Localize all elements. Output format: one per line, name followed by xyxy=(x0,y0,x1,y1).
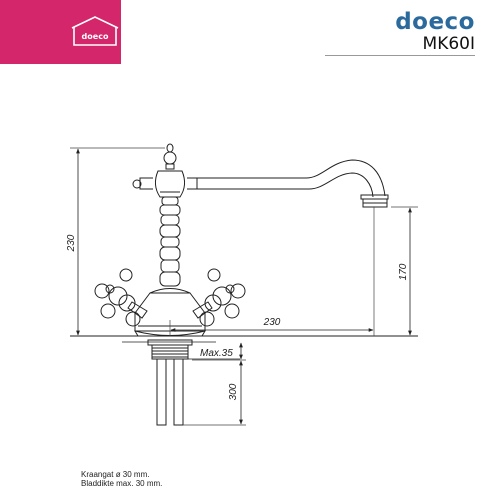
spout-reach-label: 230 xyxy=(263,317,281,328)
extension-lines xyxy=(70,147,418,426)
brand-logo: doeco xyxy=(0,0,121,64)
note-counter-thickness: Bladdikte max. 30 mm. xyxy=(81,479,163,488)
faucet-spout xyxy=(197,159,389,208)
supply-tubes xyxy=(156,358,184,426)
note-hole-size: Kraangat ø 30 mm. xyxy=(81,470,150,479)
header-divider xyxy=(325,55,475,56)
logo-text: doeco xyxy=(82,32,109,41)
left-cross-handle xyxy=(94,268,148,327)
faucet-column xyxy=(159,196,181,287)
house-roof-icon xyxy=(71,16,119,29)
faucet-top-finial xyxy=(163,143,177,170)
installation-notes: Kraangat ø 30 mm. Bladdikte max. 30 mm. xyxy=(81,470,162,488)
overall-height-label: 230 xyxy=(66,234,77,252)
max-thickness-label: Max.35 xyxy=(200,348,233,359)
mounting-nut xyxy=(147,339,193,360)
faucet-upper-body xyxy=(132,170,198,198)
logo-background xyxy=(0,0,121,64)
right-cross-handle xyxy=(192,268,246,327)
shank-length-label: 300 xyxy=(228,383,239,400)
spout-height-label: 170 xyxy=(398,263,409,280)
brand-name: doeco xyxy=(395,9,475,35)
house-walls-icon xyxy=(73,27,117,46)
model-number: MK60I xyxy=(422,34,475,54)
